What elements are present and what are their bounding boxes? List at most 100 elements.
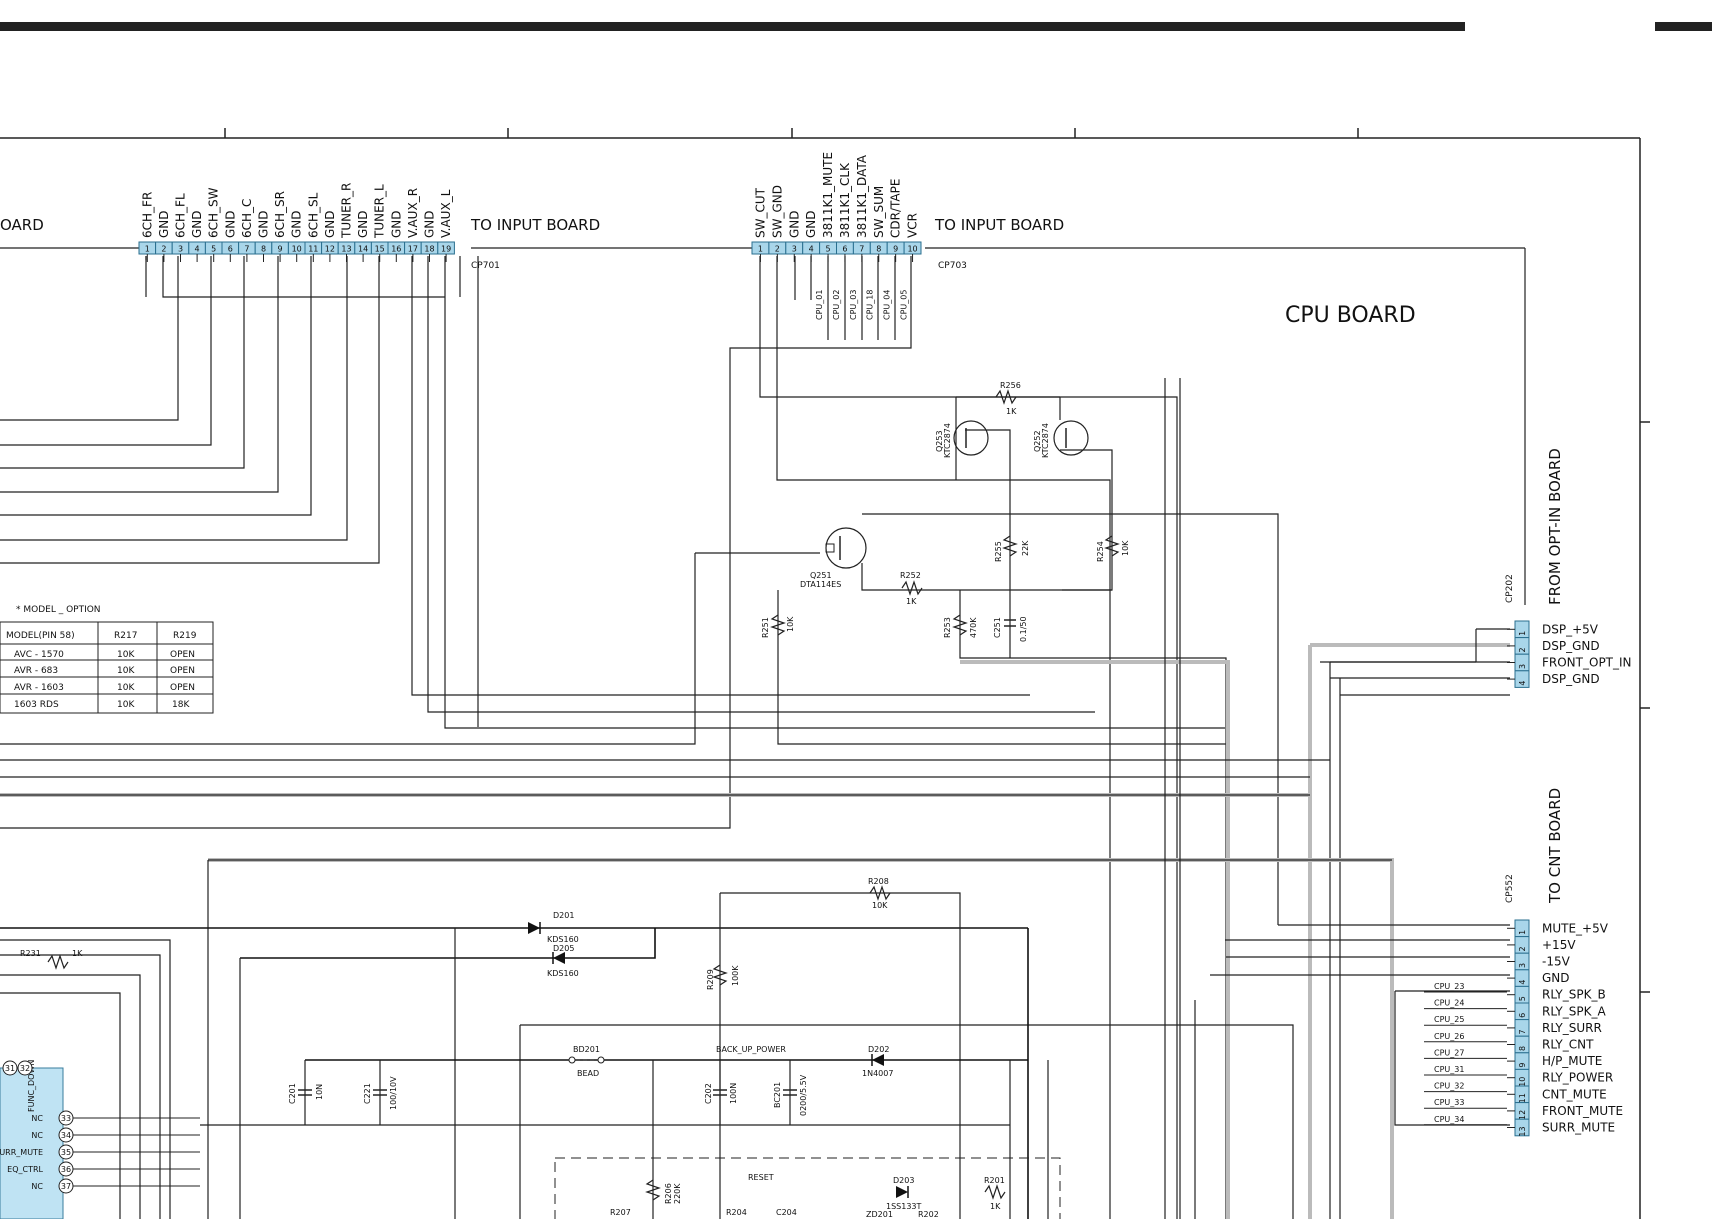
ic-pin-number: 32 [20, 1064, 30, 1073]
pin-number: 6 [842, 245, 847, 254]
pin-number: 11 [1518, 1093, 1527, 1103]
connector-cp701: TO INPUT BOARD CP701 [470, 216, 760, 271]
cp701-ref: CP701 [471, 261, 500, 271]
label-r254-val: 10K [1121, 540, 1130, 556]
pin-signal-label: GND [190, 210, 204, 238]
pin-number: 1 [1518, 930, 1527, 935]
label-c202-ref: C202 [704, 1083, 713, 1104]
pin-number: 3 [1518, 664, 1527, 669]
option-cell: 10K [117, 650, 135, 660]
pin-signal-label: SW_GND [770, 185, 784, 238]
cp552-ref: CP552 [1505, 874, 1515, 903]
pin-signal-label: 6CH_SW [207, 187, 221, 238]
cpu-net-label: CPU_18 [866, 290, 875, 320]
label-bd201-ref: BD201 [573, 1045, 600, 1054]
pin-signal-label: CNT_MUTE [1542, 1087, 1607, 1101]
pin-number: 8 [261, 245, 266, 254]
label-c204: C204 [776, 1208, 797, 1217]
cp703-ref: CP703 [938, 261, 967, 271]
pin-signal-label: DSP_+5V [1542, 622, 1599, 636]
pin-number: 10 [292, 245, 302, 254]
pin-signal-label: GND [787, 210, 801, 238]
cpu-net-label: CPU_03 [849, 290, 858, 320]
pin-signal-label: GND [157, 210, 171, 238]
frame-border [0, 128, 1650, 1219]
option-cell: OPEN [170, 683, 195, 693]
pin-number: 19 [441, 245, 451, 254]
pin-signal-label: 6CH_SR [273, 191, 287, 238]
label-r209-val: 100K [731, 965, 740, 986]
label-r256-ref: R256 [1000, 381, 1021, 390]
label-r206-ref: R206 [664, 1183, 673, 1204]
cpu-net-label: CPU_04 [883, 290, 892, 320]
pin-signal-label: 6CH_SL [306, 192, 320, 238]
connector-cp703: TO INPUT BOARD CP703 [925, 216, 1526, 605]
pin-signal-label: 3811K1_DATA [855, 154, 869, 238]
label-r253-ref: R253 [943, 617, 952, 638]
wiring [0, 256, 1510, 1223]
pin-number: 13 [1518, 1126, 1527, 1136]
option-header-r219: R219 [173, 631, 197, 641]
label-q251-ref: Q251 [810, 571, 832, 580]
model-option-table: * MODEL _ OPTION MODEL(PIN 58) R217 R219… [0, 605, 214, 714]
label-c251-val: 0.1/50 [1019, 616, 1028, 642]
pin-signal-label: CDR/TAPE [889, 179, 903, 238]
pin-number: 3 [1518, 963, 1527, 968]
cpu-net-label: CPU_32 [1434, 1082, 1464, 1091]
pin-number: 1 [145, 245, 150, 254]
label-r252-val: 1K [906, 597, 917, 606]
pin-signal-label: RLY_CNT [1542, 1038, 1594, 1052]
cpu-net-label: CPU_05 [900, 290, 909, 320]
pin-number: 13 [341, 245, 351, 254]
ic-pin-label: EQ_CTRL [7, 1165, 43, 1174]
label-r207: R207 [610, 1208, 631, 1217]
label-q251-val: DTA114ES [800, 580, 841, 589]
label-c221-ref: C221 [363, 1083, 372, 1104]
pin-signal-label: -15V [1542, 955, 1571, 969]
pin-signal-label: DSP_GND [1542, 672, 1600, 686]
label-bd201-val: BEAD [577, 1069, 599, 1078]
option-header-model: MODEL(PIN 58) [6, 631, 75, 641]
label-c202-val: 100N [729, 1083, 738, 1104]
ic-pin-marker [2, 1060, 18, 1076]
pin-number: 6 [228, 245, 233, 254]
label-r252-ref: R252 [900, 571, 921, 580]
pin-number: 15 [375, 245, 385, 254]
pin-number: 1 [1518, 631, 1527, 636]
ic-pin-label: SURR_MUTE [0, 1148, 43, 1157]
option-cell: AVC - 1570 [14, 650, 64, 660]
cp701-dest-label: TO INPUT BOARD [470, 216, 600, 234]
pin-signal-label: SW_SUM [872, 186, 886, 238]
pin-number: 7 [1518, 1029, 1527, 1034]
pin-number: 9 [1518, 1063, 1527, 1068]
pin-number: 18 [424, 245, 434, 254]
label-bc201-val: 0200/5.5V [799, 1074, 808, 1116]
option-cell: 10K [117, 700, 135, 710]
label-r208-val: 10K [872, 901, 888, 910]
label-zd201: ZD201 [866, 1210, 893, 1219]
label-c201-val: 10N [315, 1084, 324, 1100]
pin-number: 10 [907, 245, 917, 254]
label-c251-ref: C251 [993, 617, 1002, 638]
pin-number: 2 [775, 245, 780, 254]
pin-number: 16 [391, 245, 401, 254]
cp202-ref: CP202 [1505, 574, 1515, 603]
cpu-net-label: CPU_33 [1434, 1098, 1464, 1107]
pin-signal-label: 3811K1_MUTE [821, 152, 835, 238]
pin-signal-label: RLY_POWER [1542, 1071, 1613, 1085]
pin-signal-label: GND [323, 210, 337, 238]
label-r231-val: 1K [72, 949, 83, 958]
ic-pin-label: NC [31, 1114, 43, 1123]
pin-signal-label: TUNER_R [340, 183, 354, 239]
label-r209-ref: R209 [706, 969, 715, 990]
label-r208-ref: R208 [868, 877, 889, 886]
header-bar [0, 22, 1465, 31]
component-labels: R256 1K Q253 KTC2874 Q252 KTC2874 Q251 D… [20, 381, 1130, 1219]
pin-signal-label: GND [804, 210, 818, 238]
pin-number: 2 [1518, 946, 1527, 951]
label-q253-ref: Q253 [935, 430, 944, 452]
pin-number: 5 [211, 245, 216, 254]
pin-signal-label: GND [223, 210, 237, 238]
